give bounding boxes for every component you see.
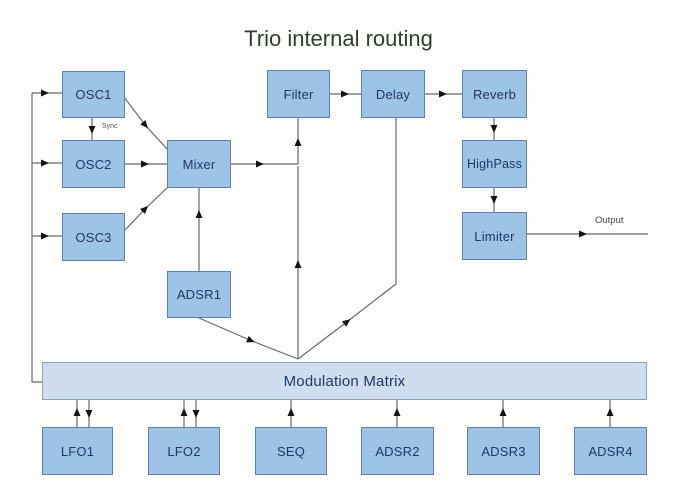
output-edge-label: Output <box>595 215 624 226</box>
node-osc1: OSC1 <box>62 71 125 118</box>
node-limiter: Limiter <box>462 212 527 260</box>
node-adsr1: ADSR1 <box>167 271 231 318</box>
node-adsr3: ADSR3 <box>467 427 540 475</box>
diagram-title: Trio internal routing <box>244 26 433 51</box>
node-osc2: OSC2 <box>62 140 125 188</box>
node-adsr4: ADSR4 <box>574 427 647 475</box>
node-highpass: HighPass <box>462 140 527 188</box>
node-adsr2: ADSR2 <box>361 427 434 475</box>
edge-osc3-mixer <box>123 186 169 232</box>
node-osc3: OSC3 <box>62 213 125 261</box>
node-modulation-matrix: Modulation Matrix <box>42 362 647 400</box>
edge-matrix-osc-rail <box>31 93 42 383</box>
edge-matrix-delay-diagonal <box>297 283 397 360</box>
edge-osc1-mixer <box>123 96 169 151</box>
node-reverb: Reverb <box>462 70 527 118</box>
sync-edge-label: Sync <box>102 123 118 130</box>
edge-adsr1-matrix <box>198 317 299 360</box>
node-mixer: Mixer <box>167 140 231 188</box>
node-delay: Delay <box>361 70 425 118</box>
node-lfo1: LFO1 <box>42 427 113 475</box>
node-filter: Filter <box>267 70 330 118</box>
node-seq: SEQ <box>255 427 327 475</box>
node-lfo2: LFO2 <box>148 427 220 475</box>
